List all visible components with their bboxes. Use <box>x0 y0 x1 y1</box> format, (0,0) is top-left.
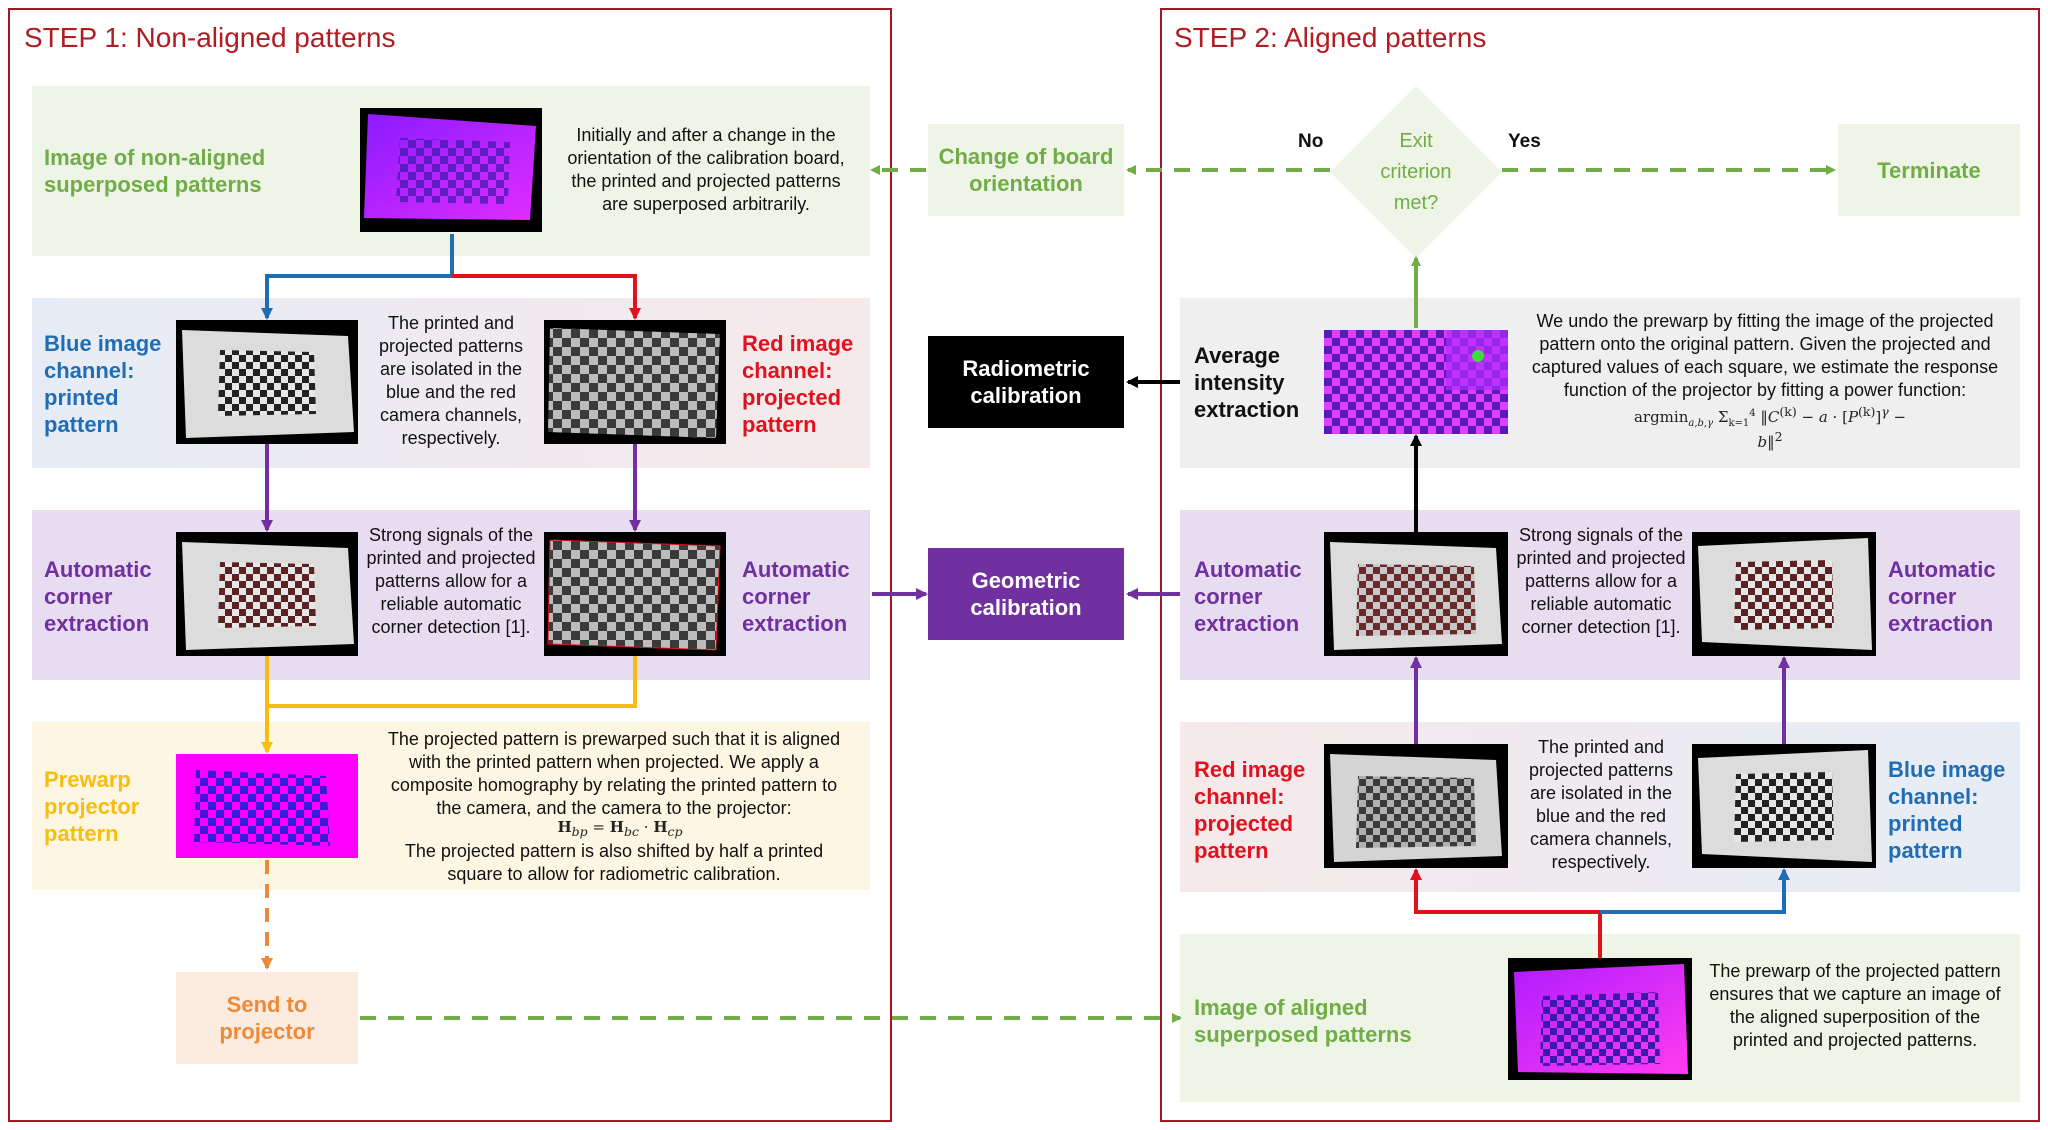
step1-title: STEP 1: Non-aligned patterns <box>24 22 396 53</box>
corner-band-right <box>1180 510 2020 680</box>
intensity-label: Average intensity extraction <box>1194 343 1300 422</box>
nonaligned-label: Image of non-aligned superposed patterns <box>44 145 266 197</box>
blue-channel-label-2: Blue image channel: printed pattern <box>1888 757 2006 863</box>
nonaligned-desc: Initially and after a change in the orie… <box>567 125 845 214</box>
blue-channel-image-2 <box>1692 744 1876 868</box>
corner-image-blue-2 <box>1692 532 1876 656</box>
corner-desc-left: Strong signals of the printed and projec… <box>366 525 536 637</box>
intensity-image <box>1324 330 1508 434</box>
response-formula: argmina,b,γ Σk=14 ‖C(k) − a · [P(k)]γ − … <box>1633 404 1907 451</box>
geometric-label: Geometric calibration <box>970 568 1082 620</box>
corner-image-blue <box>176 532 358 656</box>
nonaligned-image <box>360 108 542 232</box>
corner-label-right-2: Automatic corner extraction <box>1888 557 1996 636</box>
aligned-desc: The prewarp of the projected pattern ens… <box>1709 961 2001 1050</box>
blue-channel-label: Blue image channel: printed pattern <box>44 331 162 437</box>
send-to-projector-label: Send to projector <box>219 992 315 1044</box>
channel-band-left <box>32 298 870 468</box>
prewarp-desc-1: The projected pattern is prewarped such … <box>387 729 841 818</box>
intensity-band <box>1180 298 2020 468</box>
aligned-image <box>1508 958 1692 1080</box>
channel-band-right <box>1180 722 2020 892</box>
step1-frame <box>8 8 892 1122</box>
exit-criterion-label: Exit criterion met? <box>1380 129 1452 214</box>
red-channel-image-2 <box>1324 744 1508 868</box>
step2-frame <box>1160 8 2040 1122</box>
change-orientation-box: Change of board orientation <box>928 124 1124 216</box>
radiometric-box: Radiometric calibration <box>928 336 1124 428</box>
corner-label-left-2: Automatic corner extraction <box>742 557 850 636</box>
step2-title: STEP 2: Aligned patterns <box>1174 22 1487 53</box>
channel-desc-right: The printed and projected patterns are i… <box>1528 737 1674 872</box>
change-orientation-label: Change of board orientation <box>938 144 1114 196</box>
send-to-projector-box: Send to projector <box>176 972 358 1064</box>
radiometric-label: Radiometric calibration <box>962 356 1090 408</box>
intensity-desc: We undo the prewarp by fitting the image… <box>1531 311 1999 400</box>
exit-diamond <box>1330 86 1502 258</box>
prewarp-desc-2: The projected pattern is also shifted by… <box>404 841 824 884</box>
corner-label-left-1: Automatic corner extraction <box>44 557 152 636</box>
terminate-label: Terminate <box>1877 157 1981 183</box>
red-channel-image <box>544 320 726 444</box>
blue-channel-image <box>176 320 358 444</box>
corner-desc-right: Strong signals of the printed and projec… <box>1516 525 1686 637</box>
channel-desc-left: The printed and projected patterns are i… <box>378 313 524 448</box>
red-channel-label-2: Red image channel: projected pattern <box>1194 757 1306 863</box>
terminate-box: Terminate <box>1838 124 2020 216</box>
aligned-label: Image of aligned superposed patterns <box>1194 995 1412 1047</box>
corner-band-left <box>32 510 870 680</box>
prewarp-band <box>32 722 870 890</box>
prewarp-image <box>176 754 358 858</box>
homography-formula: Hbp = Hbc · Hcp <box>557 818 683 839</box>
corner-image-red-2 <box>1324 532 1508 656</box>
geometric-box: Geometric calibration <box>928 548 1124 640</box>
corner-label-right-1: Automatic corner extraction <box>1194 557 1302 636</box>
prewarp-label: Prewarp projector pattern <box>44 767 140 846</box>
yes-label: Yes <box>1508 131 1541 152</box>
red-channel-label: Red image channel: projected pattern <box>742 331 854 437</box>
no-label: No <box>1298 131 1324 152</box>
corner-image-red <box>544 532 726 656</box>
